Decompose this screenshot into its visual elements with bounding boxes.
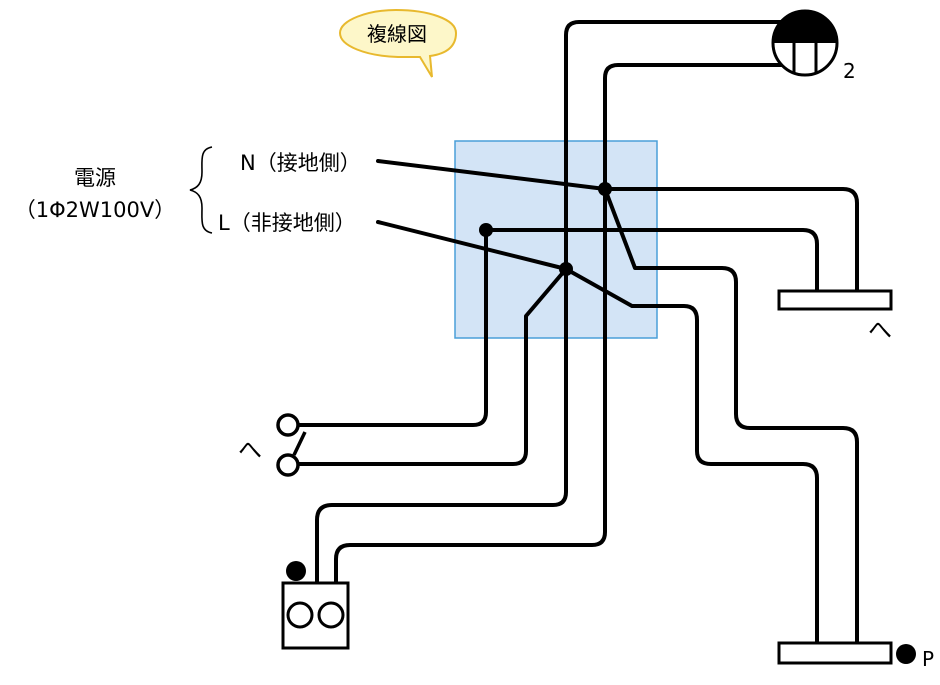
lamp-i-symbol: [777, 289, 893, 311]
wire-line-source: [376, 220, 568, 271]
wire-line-to-lamp-p: [564, 267, 819, 645]
wire-neutral-to-lamp-2: [603, 63, 807, 191]
lamp-2-label: 2: [843, 59, 856, 83]
power-source-spec: （1Φ2W100V）: [15, 198, 175, 222]
lamp-p-label: P: [922, 647, 934, 671]
neutral-label: N（接地側）: [240, 151, 361, 175]
junction-dot-neutral: [598, 182, 612, 196]
callout-text: 複線図: [367, 22, 427, 46]
wire-neutral-to-lamp-i: [603, 187, 859, 293]
switch-i-label: へ: [238, 436, 262, 464]
callout-shape: [338, 8, 458, 78]
wires: [296, 20, 859, 645]
lamp-2-symbol: [771, 9, 839, 77]
wire-line-to-lamp-2: [564, 20, 807, 271]
lamp-i-label: へ: [868, 316, 892, 344]
wire-line-to-outlet: [315, 267, 568, 585]
wire-neutral-to-outlet: [334, 187, 607, 585]
wire-switch-return-to-lamp-i: [484, 228, 819, 293]
lamp-p-dot: [896, 644, 916, 664]
lamp-p-symbol: [777, 641, 893, 665]
curly-brace: [189, 146, 213, 234]
callout-bubble: 複線図: [338, 8, 458, 78]
outlet-symbol: [281, 561, 350, 650]
wire-switch-top: [296, 228, 488, 427]
junction-dot-switch: [479, 223, 493, 237]
power-source-label: 電源: [74, 166, 116, 190]
line-label: L（非接地側）: [218, 211, 356, 235]
wire-switch-bottom: [296, 267, 568, 466]
wire-neutral-to-lamp-p: [603, 187, 859, 645]
junction-dot-line: [559, 262, 573, 276]
switch-i-symbol: [276, 413, 307, 477]
